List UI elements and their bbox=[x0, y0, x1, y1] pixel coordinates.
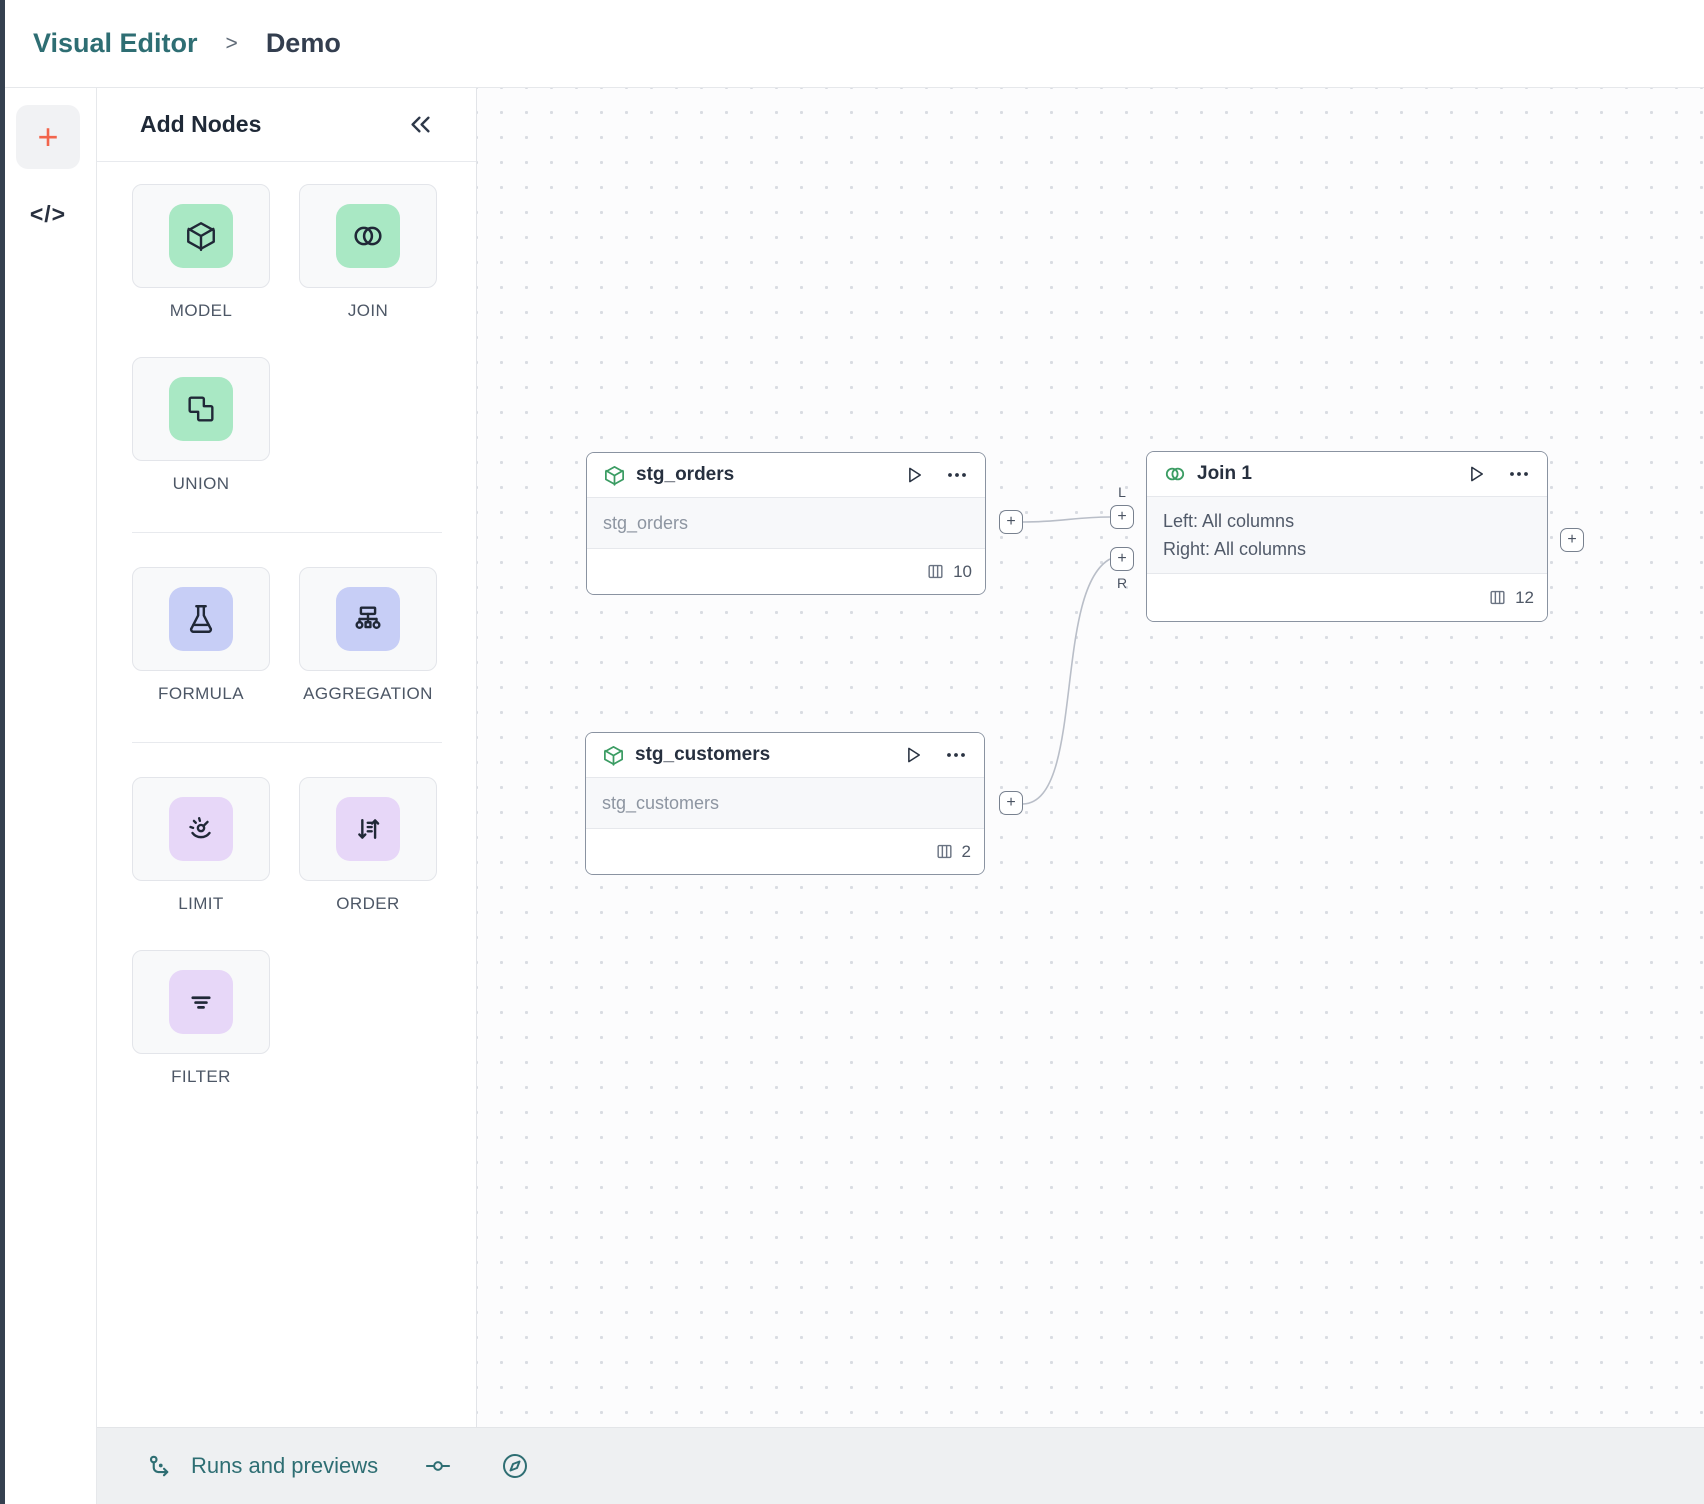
add-node-button[interactable]: + bbox=[16, 105, 80, 169]
left-toolbar: + </> bbox=[0, 88, 97, 1504]
formula-flask-icon bbox=[169, 587, 233, 651]
palette-divider bbox=[132, 742, 442, 743]
node-source-label: stg_orders bbox=[603, 512, 689, 533]
filter-lines-icon bbox=[169, 970, 233, 1034]
palette-tile-filter[interactable] bbox=[132, 950, 270, 1054]
palette-label-model: MODEL bbox=[169, 301, 233, 320]
node-footer: 12 bbox=[1147, 574, 1547, 621]
order-sort-icon bbox=[336, 797, 400, 861]
route-icon bbox=[149, 1455, 169, 1477]
play-icon bbox=[909, 467, 922, 483]
bottom-status-bar: Runs and previews bbox=[97, 1427, 1704, 1504]
chevrons-left-icon bbox=[411, 116, 430, 133]
column-count: 10 bbox=[953, 561, 972, 581]
run-node-button[interactable] bbox=[903, 464, 925, 486]
node-source-row[interactable]: stg_customers bbox=[586, 777, 984, 829]
node-title: stg_orders bbox=[636, 464, 735, 485]
ellipsis-icon bbox=[948, 473, 966, 477]
ellipsis-icon bbox=[1510, 472, 1528, 476]
columns-icon bbox=[936, 844, 952, 859]
breadcrumb-separator: > bbox=[225, 31, 238, 55]
play-icon bbox=[1471, 466, 1484, 482]
stg-customers-output-handle[interactable]: + bbox=[999, 791, 1023, 815]
model-cube-icon bbox=[603, 464, 626, 487]
flow-canvas[interactable]: stg_orders stg_orders bbox=[477, 88, 1704, 1427]
window-edge-strip bbox=[0, 0, 5, 1504]
palette-label-limit: LIMIT bbox=[178, 894, 224, 913]
add-nodes-title: Add Nodes bbox=[140, 111, 262, 137]
palette-label-aggregation: AGGREGATION bbox=[303, 684, 433, 703]
join-right-input-handle[interactable]: + bbox=[1110, 547, 1134, 571]
node-menu-button[interactable] bbox=[1507, 462, 1531, 486]
palette-label-filter: FILTER bbox=[171, 1067, 231, 1086]
aggregation-sitemap-icon bbox=[336, 587, 400, 651]
runs-and-previews-button[interactable] bbox=[145, 1451, 175, 1481]
palette-tile-union[interactable] bbox=[132, 357, 270, 461]
limit-gauge-icon bbox=[169, 797, 233, 861]
ellipsis-icon bbox=[947, 753, 965, 757]
node-footer: 10 bbox=[587, 549, 985, 594]
add-nodes-list: MODEL JOIN bbox=[97, 162, 476, 1123]
palette-divider bbox=[132, 532, 442, 533]
palette-tile-model[interactable] bbox=[132, 184, 270, 288]
palette-label-order: ORDER bbox=[336, 894, 400, 913]
node-title: Join 1 bbox=[1197, 463, 1252, 484]
palette-label-union: UNION bbox=[172, 474, 230, 493]
join-right-config: Right: All columns bbox=[1163, 539, 1307, 559]
palette-tile-formula[interactable] bbox=[132, 567, 270, 671]
node-menu-button[interactable] bbox=[944, 743, 968, 767]
palette-tile-join[interactable] bbox=[299, 184, 437, 288]
node-title: stg_customers bbox=[635, 744, 771, 765]
union-shapes-icon bbox=[169, 377, 233, 441]
lineage-button[interactable] bbox=[424, 1452, 452, 1480]
join-output-handle[interactable]: + bbox=[1560, 528, 1584, 552]
breadcrumb: Visual Editor > Demo bbox=[0, 0, 1704, 88]
run-node-button[interactable] bbox=[1465, 463, 1487, 485]
node-join-1[interactable]: Join 1 Left: All columns Right: All colu… bbox=[1146, 451, 1548, 622]
runs-and-previews-label[interactable]: Runs and previews bbox=[191, 1453, 379, 1478]
left-port-label: L bbox=[1118, 484, 1126, 500]
node-header: stg_customers bbox=[586, 733, 984, 777]
add-nodes-panel: Add Nodes bbox=[97, 88, 477, 1427]
play-icon bbox=[908, 747, 921, 763]
node-menu-button[interactable] bbox=[945, 463, 969, 487]
edge-orders-to-join-left bbox=[1022, 516, 1111, 523]
column-count: 2 bbox=[961, 841, 971, 861]
node-footer: 2 bbox=[586, 829, 984, 874]
node-source-row[interactable]: stg_orders bbox=[587, 497, 985, 549]
model-cube-icon bbox=[169, 204, 233, 268]
breadcrumb-visual-editor-link[interactable]: Visual Editor bbox=[33, 28, 198, 58]
commit-icon bbox=[426, 1461, 451, 1471]
palette-label-join: JOIN bbox=[347, 301, 389, 320]
node-source-label: stg_customers bbox=[602, 792, 720, 813]
code-view-button[interactable]: </> bbox=[29, 201, 67, 227]
right-port-label: R bbox=[1116, 575, 1128, 591]
join-venn-icon bbox=[336, 204, 400, 268]
palette-tile-order[interactable] bbox=[299, 777, 437, 881]
navigate-button[interactable] bbox=[500, 1451, 530, 1481]
columns-icon bbox=[1490, 590, 1505, 605]
collapse-panel-button[interactable] bbox=[407, 111, 434, 138]
join-left-input-handle[interactable]: + bbox=[1110, 505, 1134, 529]
compass-icon bbox=[503, 1453, 528, 1479]
add-nodes-header: Add Nodes bbox=[97, 88, 476, 162]
palette-tile-aggregation[interactable] bbox=[299, 567, 437, 671]
node-header: Join 1 bbox=[1147, 452, 1547, 496]
join-left-config: Left: All columns bbox=[1163, 511, 1295, 531]
run-node-button[interactable] bbox=[902, 744, 924, 766]
node-stg-customers[interactable]: stg_customers stg_customers bbox=[585, 732, 985, 875]
columns-icon bbox=[928, 564, 943, 579]
model-cube-icon bbox=[602, 744, 625, 767]
node-header: stg_orders bbox=[587, 453, 985, 497]
stg-orders-output-handle[interactable]: + bbox=[999, 510, 1023, 534]
page-title: Demo bbox=[265, 28, 341, 58]
palette-tile-limit[interactable] bbox=[132, 777, 270, 881]
main-content: Add Nodes bbox=[97, 88, 1704, 1427]
palette-label-formula: FORMULA bbox=[158, 684, 244, 703]
column-count: 12 bbox=[1515, 587, 1534, 607]
join-venn-icon bbox=[1163, 462, 1187, 486]
node-stg-orders[interactable]: stg_orders stg_orders bbox=[586, 452, 986, 595]
edge-customers-to-join-right bbox=[1022, 558, 1111, 805]
join-config-rows[interactable]: Left: All columns Right: All columns bbox=[1147, 496, 1547, 574]
